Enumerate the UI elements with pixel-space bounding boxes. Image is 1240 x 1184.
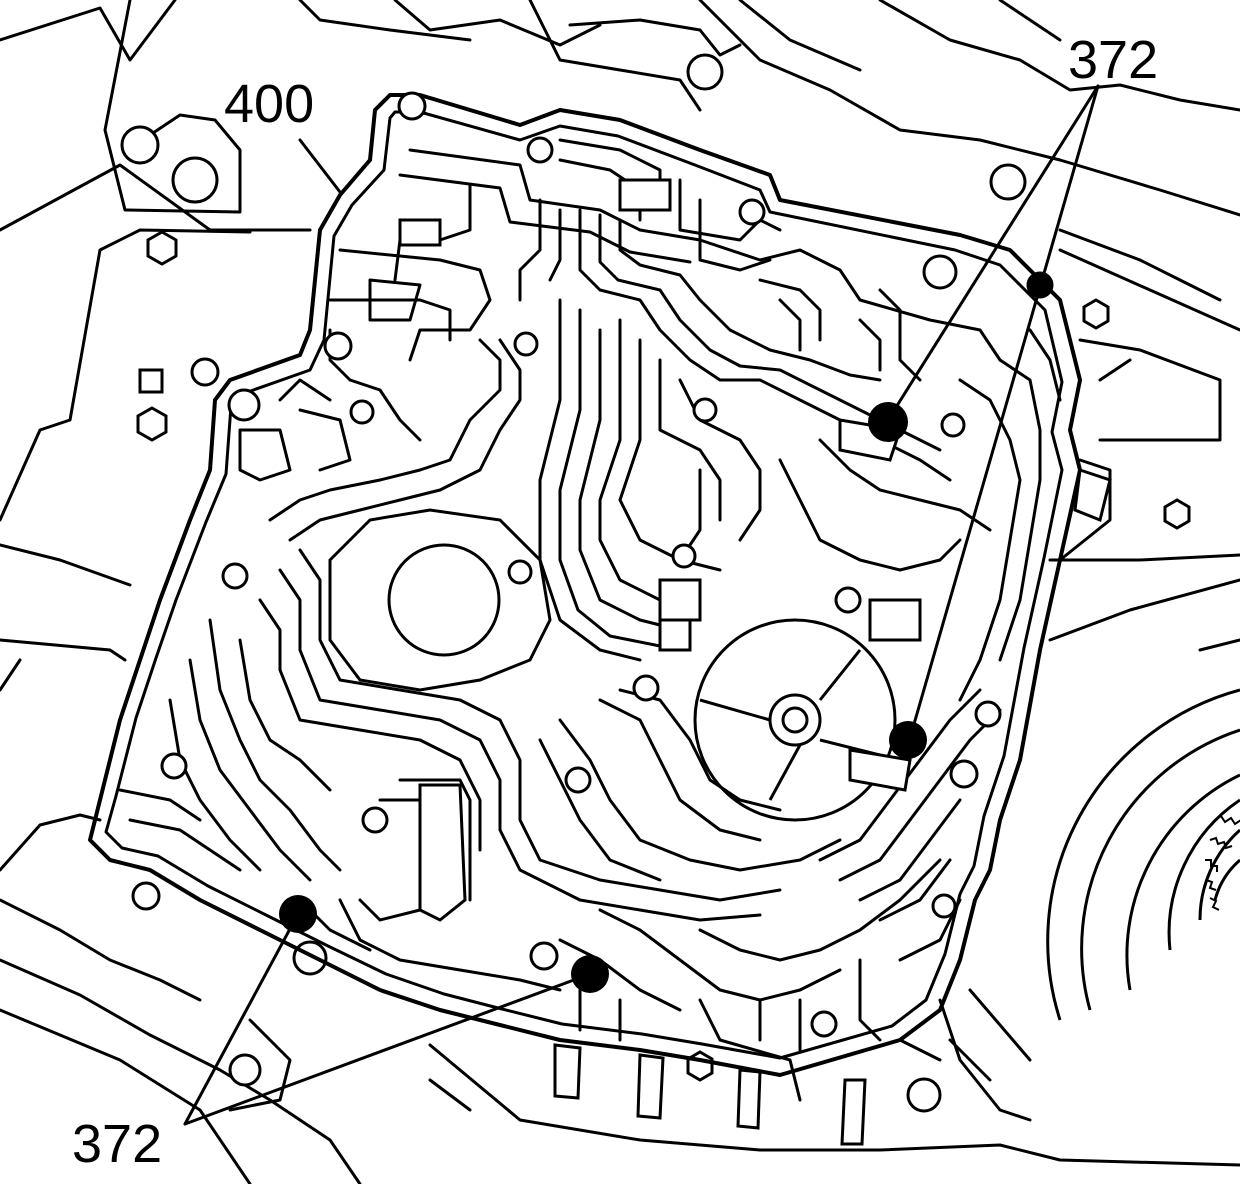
leader-372-top-a — [886, 84, 1100, 422]
checkball-right — [889, 721, 927, 759]
spacer-plate-outline — [88, 93, 1082, 1077]
plate-cutouts — [398, 178, 1112, 922]
callout-400: 400 — [224, 74, 314, 134]
spacer-plate-inner-outline — [104, 110, 1064, 1060]
callout-372-top-right: 372 — [1068, 30, 1158, 90]
leader-372-bottom-b — [183, 972, 592, 1126]
gear-teeth — [1205, 814, 1240, 911]
clutch-drum-arcs — [1046, 688, 1240, 1021]
case-fasteners — [120, 53, 1191, 1113]
callout-372-bottom-left: 372 — [72, 1114, 162, 1174]
center-bore — [328, 508, 552, 692]
plate-bolt-holes — [131, 91, 1002, 1038]
leader-lines — [183, 84, 1100, 1126]
leader-372-bottom-a — [183, 912, 300, 1126]
checkball-upper-right — [868, 402, 908, 442]
spacer-plate — [88, 91, 1112, 1146]
leader-372-top-b — [908, 84, 1100, 740]
leader-400 — [298, 138, 342, 194]
plate-tabs — [553, 1043, 867, 1146]
